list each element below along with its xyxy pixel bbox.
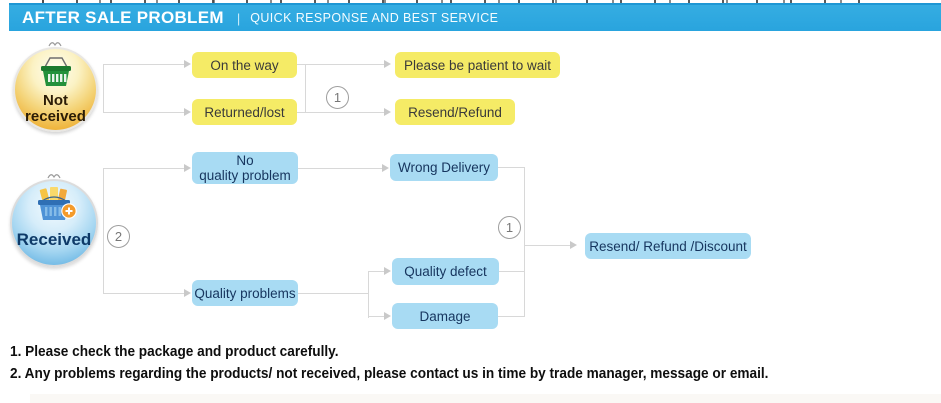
badge-case-1-bottom: 1 — [498, 216, 521, 239]
arrow-right-icon — [184, 60, 191, 68]
connector-line — [103, 293, 184, 294]
box-please-wait: Please be patient to wait — [395, 52, 560, 78]
cropped-text-remnant-top — [42, 0, 890, 3]
arrow-right-icon — [384, 60, 391, 68]
box-wrong-delivery: Wrong Delivery — [390, 154, 498, 181]
box-no-quality-problem: No quality problem — [192, 152, 298, 184]
box-on-the-way: On the way — [192, 52, 297, 78]
hanger-hook-icon — [48, 42, 62, 47]
connector-line — [305, 64, 306, 113]
not-received-label-line2: received — [25, 108, 86, 125]
connector-line — [498, 167, 524, 168]
connector-line — [297, 64, 384, 65]
section-header-banner: AFTER SALE PROBLEM | QUICK RESPONSE AND … — [9, 3, 941, 31]
banner-separator: | — [236, 10, 241, 26]
arrow-right-icon — [184, 108, 191, 116]
hanger-hook-icon — [47, 174, 61, 179]
box-no-quality-problem-line2: quality problem — [199, 168, 291, 183]
arrow-right-icon — [382, 164, 389, 172]
green-basket-icon — [40, 57, 71, 86]
connector-line — [499, 271, 524, 272]
connector-line — [368, 271, 384, 272]
note-1: 1. Please check the package and product … — [10, 344, 339, 360]
arrow-right-icon — [184, 164, 191, 172]
connector-line — [368, 271, 369, 318]
not-received-node: Not received — [13, 47, 98, 132]
connector-line — [524, 245, 570, 246]
banner-subtitle: QUICK RESPONSE AND BEST SERVICE — [250, 11, 499, 25]
connector-line — [498, 316, 524, 317]
arrow-right-icon — [384, 108, 391, 116]
notes: 1. Please check the package and product … — [10, 342, 768, 385]
arrow-right-icon — [570, 241, 577, 249]
received-label: Received — [16, 230, 92, 249]
box-resend-refund: Resend/Refund — [395, 99, 515, 125]
connector-line — [298, 293, 369, 294]
connector-line — [103, 168, 104, 294]
box-quality-defect: Quality defect — [392, 258, 499, 285]
connector-line — [524, 167, 525, 317]
bottom-strip — [30, 394, 941, 403]
connector-line — [103, 168, 184, 169]
connector-line — [103, 112, 184, 113]
not-received-label-line1: Not — [42, 92, 68, 109]
connector-line — [103, 64, 104, 113]
arrow-right-icon — [384, 312, 391, 320]
box-resend-refund-discount: Resend/ Refund /Discount — [585, 233, 751, 259]
badge-case-2: 2 — [107, 225, 130, 248]
arrow-right-icon — [184, 289, 191, 297]
connector-line — [368, 316, 384, 317]
connector-line — [298, 168, 382, 169]
box-no-quality-problem-line1: No — [236, 153, 254, 168]
badge-case-1-top: 1 — [326, 86, 349, 109]
blue-full-basket-icon — [38, 187, 77, 220]
connector-line — [297, 112, 384, 113]
connector-line — [103, 64, 184, 65]
note-2: 2. Any problems regarding the products/ … — [10, 365, 769, 382]
received-node: Received — [10, 179, 98, 267]
not-received-label: Not received — [25, 93, 86, 125]
arrow-right-icon — [384, 267, 391, 275]
box-quality-problems: Quality problems — [192, 280, 298, 306]
box-returned-lost: Returned/lost — [192, 99, 297, 125]
banner-title: AFTER SALE PROBLEM — [22, 8, 224, 27]
box-damage: Damage — [392, 303, 498, 329]
